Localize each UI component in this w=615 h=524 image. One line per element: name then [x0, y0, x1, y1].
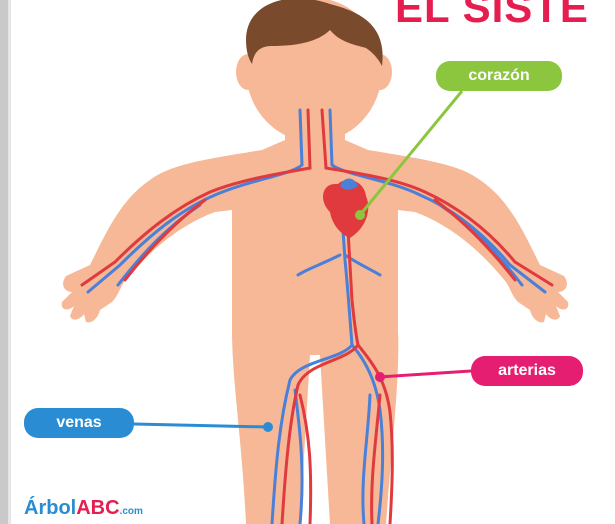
veins-leader-dot — [263, 422, 273, 432]
left-ear — [236, 54, 260, 90]
heart-label: corazón — [436, 61, 562, 91]
arteries-label: arterias — [471, 356, 583, 386]
torso-and-arms — [62, 140, 569, 524]
brand-logo: ÁrbolABC.com — [24, 497, 143, 520]
brand-abc: ABC — [76, 497, 119, 519]
heart-leader-dot — [355, 210, 365, 220]
brand-name: Árbol — [24, 497, 76, 519]
arteries-leader-dot — [375, 372, 385, 382]
veins-label: venas — [24, 408, 134, 438]
brand-suffix: .com — [120, 506, 143, 517]
